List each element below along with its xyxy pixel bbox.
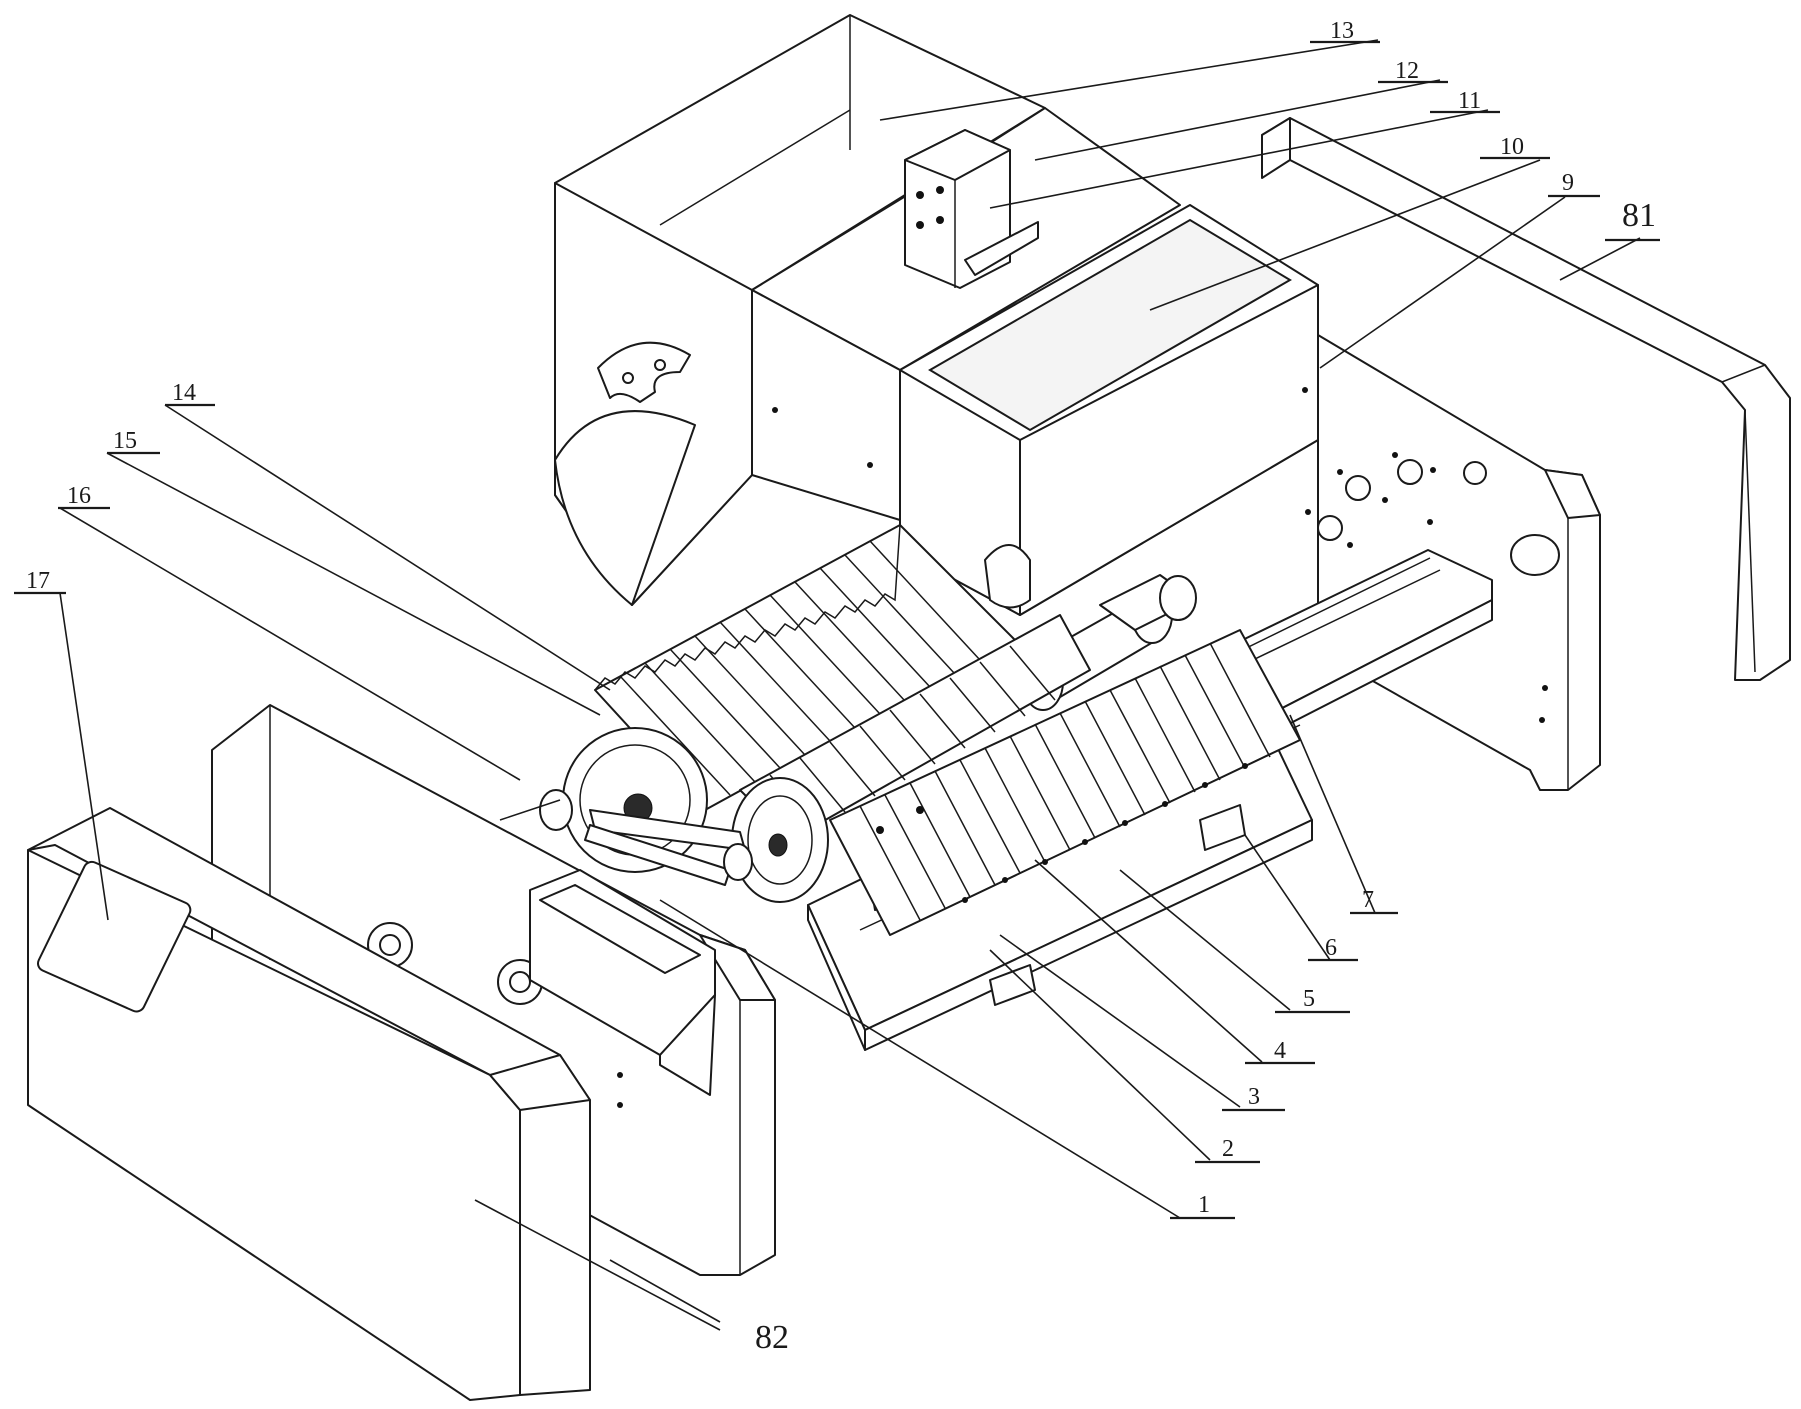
callout-11: 11 xyxy=(1458,88,1481,114)
callout-15: 15 xyxy=(113,428,137,454)
callout-5: 5 xyxy=(1303,986,1315,1012)
callout-10: 10 xyxy=(1500,134,1524,160)
leader-lines xyxy=(59,39,1641,1331)
callout-12: 12 xyxy=(1395,58,1419,84)
lower-frame-assembly xyxy=(807,629,1313,1051)
callout-16: 16 xyxy=(67,483,91,509)
left-cover-panel xyxy=(27,807,591,1401)
callout-14: 14 xyxy=(172,380,196,406)
left-side-plate xyxy=(211,704,776,1276)
callout-3: 3 xyxy=(1248,1084,1260,1110)
callout-81: 81 xyxy=(1622,197,1656,234)
callout-17: 17 xyxy=(26,568,50,594)
callout-13: 13 xyxy=(1330,18,1354,44)
control-screen xyxy=(37,860,192,1013)
roller-slats xyxy=(859,642,1271,921)
callout-9: 9 xyxy=(1562,170,1574,196)
callout-labels: 13 12 11 10 9 81 14 15 16 17 7 6 5 4 3 2 xyxy=(14,18,1660,1356)
right-side-plate xyxy=(1305,334,1601,791)
feed-roller-and-belt xyxy=(499,614,1091,903)
callout-1: 1 xyxy=(1198,1192,1210,1218)
right-cover-panel xyxy=(1261,117,1791,681)
callout-4: 4 xyxy=(1274,1038,1286,1064)
roller-teeth xyxy=(619,540,981,796)
callout-2: 2 xyxy=(1222,1136,1234,1162)
callout-82: 82 xyxy=(755,1319,789,1356)
hopper-assembly xyxy=(554,14,1319,616)
callout-6: 6 xyxy=(1325,935,1337,961)
callout-7: 7 xyxy=(1362,887,1374,913)
